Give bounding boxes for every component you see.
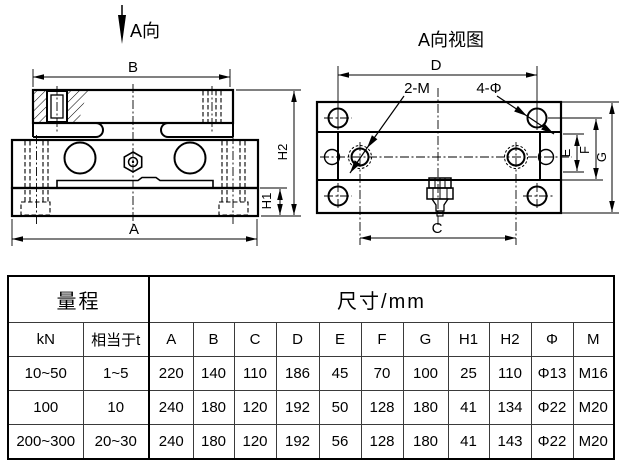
- cover-strip: [56, 176, 214, 187]
- table-row: 10~50 1~5 220 140 110 186 45 70 100 25 1…: [7, 356, 615, 391]
- column-header-b: B: [192, 322, 235, 357]
- column-header-g: G: [402, 322, 449, 357]
- table-cell: 110: [233, 356, 277, 391]
- table-header-range: 量程: [7, 275, 150, 323]
- table-cell: 180: [192, 424, 235, 460]
- table-cell: 20~30: [82, 424, 150, 460]
- table-cell: 10: [82, 390, 150, 425]
- table-cell: 192: [275, 424, 320, 460]
- table-cell: 240: [148, 390, 194, 425]
- body-hole-right: [173, 141, 207, 175]
- hole-callout-2m: 2-M: [404, 80, 430, 97]
- table-cell: M20: [572, 424, 615, 460]
- plate-outline: [315, 100, 563, 215]
- column-header-kn: kN: [7, 322, 84, 357]
- table-cell: 120: [233, 390, 277, 425]
- dim-label-d: D: [431, 57, 442, 74]
- table-cell: M16: [572, 356, 615, 391]
- column-header-phi: Φ: [530, 322, 574, 357]
- column-header-h2: H2: [488, 322, 532, 357]
- centerlines-right-view: [320, 88, 572, 245]
- table-cell: Φ22: [530, 390, 574, 425]
- dim-label-h1: H1: [259, 193, 274, 210]
- view-direction-label: A向: [130, 21, 160, 41]
- table-cell: 41: [447, 424, 490, 460]
- table-cell: 240: [148, 424, 194, 460]
- column-header-d: D: [275, 322, 320, 357]
- table-cell: 128: [360, 424, 404, 460]
- table-cell: 200~300: [7, 424, 84, 460]
- dim-label-f: F: [577, 146, 592, 154]
- table-cell: 180: [402, 390, 449, 425]
- side-view-drawing: [10, 5, 301, 246]
- table-row: 200~300 20~30 240 180 120 192 56 128 180…: [7, 424, 615, 460]
- dim-label-a: A: [129, 221, 139, 238]
- dimension-spec-table: 量程 尺寸/mm kN 相当于t A B C D E F G H1 H2 Φ M…: [7, 275, 615, 460]
- edge-hole: [537, 148, 555, 166]
- column-header-a: A: [148, 322, 194, 357]
- column-header-equivalent-t: 相当于t: [82, 322, 150, 357]
- cable-connector: [426, 177, 454, 217]
- table-cell: 134: [488, 390, 532, 425]
- table-cell: 10~50: [7, 356, 84, 391]
- technical-drawing: A向 B A H2 H1: [10, 5, 619, 246]
- centerlines-left-view: [36, 84, 234, 228]
- table-cell: 56: [318, 424, 362, 460]
- table-cell: 45: [318, 356, 362, 391]
- table-header-dims: 尺寸/mm: [148, 275, 615, 323]
- column-header-f: F: [360, 322, 404, 357]
- view-direction-arrow-icon: [118, 15, 126, 44]
- leader-2m: [349, 95, 405, 174]
- hole-callout-4phi: 4-Φ: [476, 80, 501, 97]
- table-cell: 41: [447, 390, 490, 425]
- table-cell: M20: [572, 390, 615, 425]
- column-header-m: M: [572, 322, 615, 357]
- leader-4phi: [496, 95, 555, 135]
- dim-label-h2: H2: [275, 144, 290, 161]
- base-plate: [10, 186, 260, 218]
- table-cell: 25: [447, 356, 490, 391]
- left-slot: [33, 122, 104, 138]
- table-cell: 140: [192, 356, 235, 391]
- table-cell: 100: [7, 390, 84, 425]
- table-cell: Φ22: [530, 424, 574, 460]
- table-cell: 120: [233, 424, 277, 460]
- table-cell: 192: [275, 390, 320, 425]
- table-cell: 180: [192, 390, 235, 425]
- dim-label-c: C: [432, 220, 443, 237]
- table-cell: 186: [275, 356, 320, 391]
- hidden-hole-lines: [202, 91, 222, 122]
- table-cell: 100: [402, 356, 449, 391]
- hidden-bolt-right: [218, 141, 249, 216]
- table-cell: 180: [402, 424, 449, 460]
- table-cell: 1~5: [82, 356, 150, 391]
- table-cell: Φ13: [530, 356, 574, 391]
- view-title: A向视图: [418, 30, 484, 50]
- column-header-h1: H1: [447, 322, 490, 357]
- column-header-c: C: [233, 322, 277, 357]
- column-header-e: E: [318, 322, 362, 357]
- table-row: 100 10 240 180 120 192 50 128 180 41 134…: [7, 390, 615, 425]
- table-cell: 143: [488, 424, 532, 460]
- body-hole-left: [63, 141, 97, 175]
- dim-label-b: B: [128, 59, 138, 76]
- dim-label-e: E: [558, 148, 573, 157]
- table-cell: 128: [360, 390, 404, 425]
- right-slot: [160, 122, 233, 138]
- hidden-bolt-left: [20, 141, 51, 216]
- dim-label-g: G: [594, 152, 609, 162]
- table-cell: 70: [360, 356, 404, 391]
- table-cell: 220: [148, 356, 194, 391]
- table-cell: 50: [318, 390, 362, 425]
- top-view-drawing: [315, 66, 619, 245]
- table-cell: 110: [488, 356, 532, 391]
